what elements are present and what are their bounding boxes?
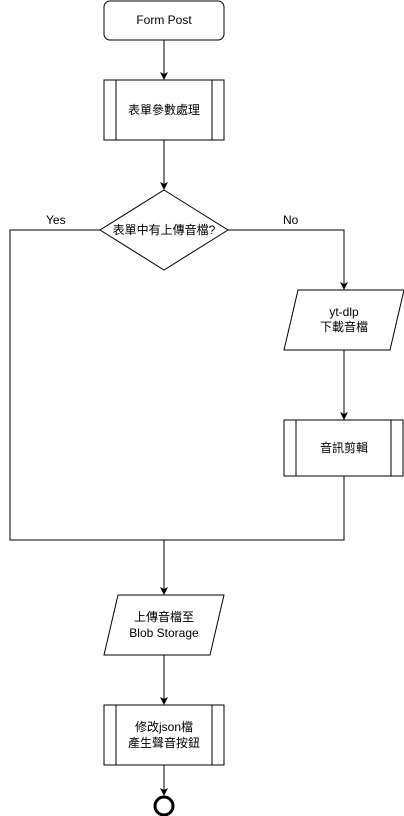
decision-label: 表單中有上傳音檔? — [113, 222, 216, 237]
modify-label-line1: 修改json檔 — [135, 719, 193, 734]
end-node — [153, 795, 175, 816]
download-node: yt-dlp 下載音檔 — [283, 289, 404, 351]
upload-node: 上傳音檔至 Blob Storage — [103, 594, 225, 656]
upload-label-line1: 上傳音檔至 — [134, 609, 194, 624]
process-params-node: 表單參數處理 — [103, 79, 225, 141]
start-node-label: Form Post — [136, 13, 192, 27]
edge-decision-no — [228, 229, 348, 290]
upload-label-line2: Blob Storage — [129, 626, 199, 640]
edge-trim-to-merge — [164, 476, 345, 541]
edge-yes-label: Yes — [46, 213, 66, 227]
trim-node: 音訊剪輯 — [283, 419, 404, 477]
process-params-label: 表單參數處理 — [128, 102, 200, 117]
edge-decision-yes — [9, 229, 168, 595]
start-node: Form Post — [103, 0, 225, 41]
edge-no-label: No — [283, 213, 299, 227]
download-label-line1: yt-dlp — [329, 305, 359, 319]
decision-node: 表單中有上傳音檔? — [99, 189, 229, 271]
trim-label: 音訊剪輯 — [320, 440, 368, 455]
download-label-line2: 下載音檔 — [320, 319, 368, 334]
modify-label-line2: 產生聲音按鈕 — [128, 735, 200, 750]
modify-node: 修改json檔 產生聲音按鈕 — [103, 704, 225, 766]
